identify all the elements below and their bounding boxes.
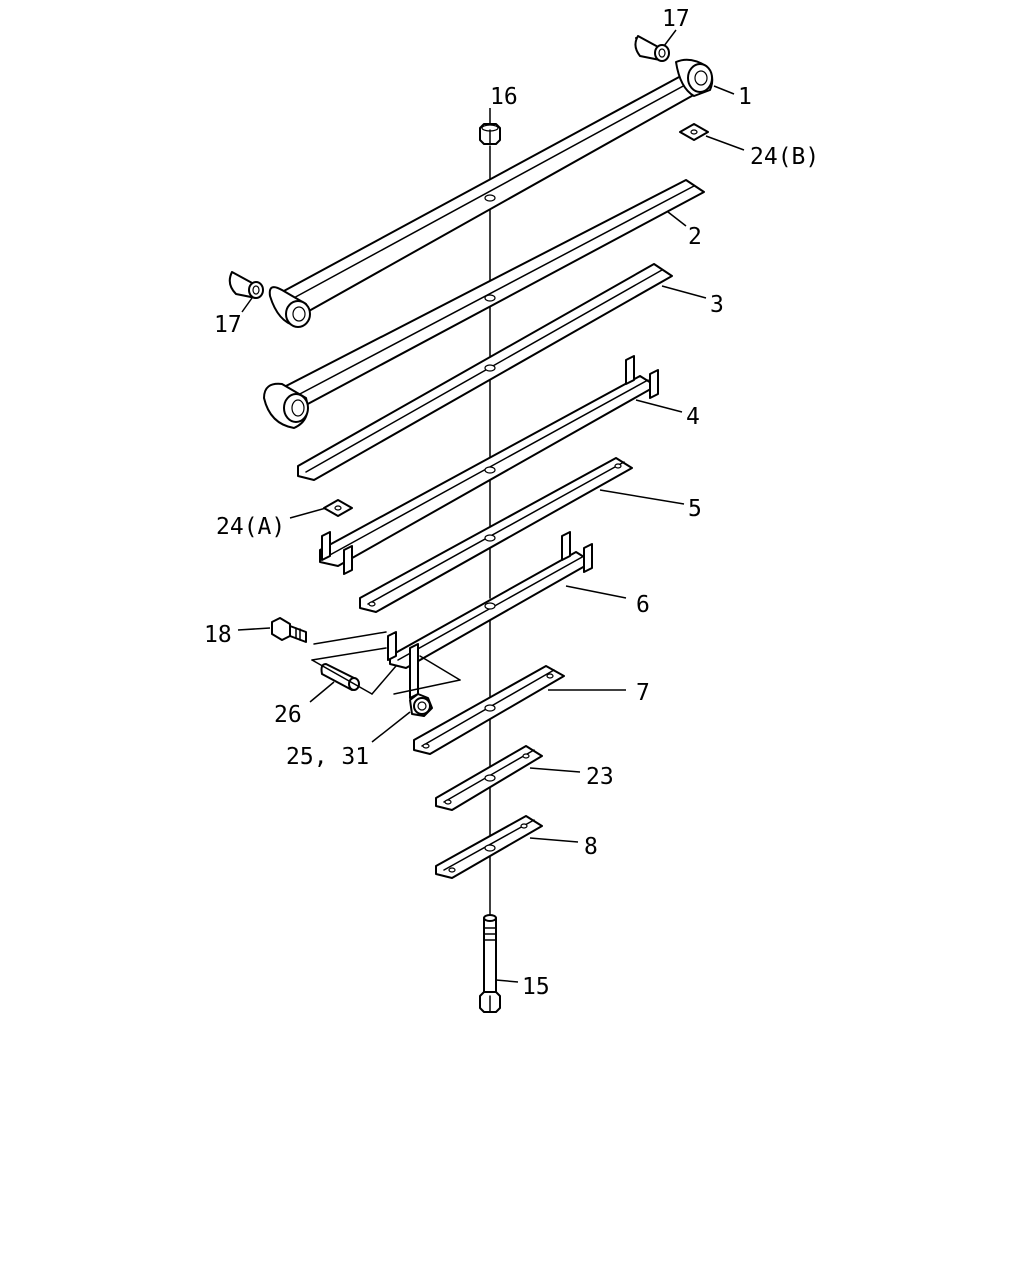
part-15-center-bolt — [479, 914, 501, 1013]
callout-5: 5 — [688, 496, 702, 522]
callout-17-top: 17 — [662, 6, 690, 32]
callout-4: 4 — [686, 404, 700, 430]
callout-24b: 24(B) — [750, 144, 819, 170]
callout-23: 23 — [586, 764, 614, 790]
part-18-bolt — [271, 617, 307, 643]
callout-1: 1 — [738, 84, 752, 110]
callout-15: 15 — [522, 974, 550, 1000]
part-16-nut — [479, 123, 501, 145]
callout-17-left: 17 — [214, 312, 242, 338]
part-5-leaf — [359, 457, 633, 613]
callout-labels: 17 1 16 24(B) 2 3 17 4 24(A) 5 6 18 26 7… — [204, 6, 819, 1000]
callout-2: 2 — [688, 224, 702, 250]
callout-16: 16 — [490, 84, 518, 110]
part-3-leaf — [297, 263, 673, 481]
part-24b-plate — [679, 123, 709, 141]
callout-18: 18 — [204, 622, 232, 648]
part-4-leaf-with-clips — [319, 355, 659, 575]
callout-6: 6 — [636, 592, 650, 618]
part-25-31-nut — [409, 693, 433, 717]
part-24a-plate — [323, 499, 353, 517]
leader-lines — [237, 29, 745, 983]
part-8-leaf — [435, 815, 543, 879]
part-17-bushing-left — [228, 271, 264, 299]
part-1-main-leaf — [268, 58, 714, 328]
callout-7: 7 — [636, 680, 650, 706]
callout-26: 26 — [274, 702, 302, 728]
part-2-second-leaf — [263, 179, 705, 429]
part-7-leaf — [413, 665, 565, 755]
callout-25-31: 25, 31 — [286, 744, 369, 770]
assembly-guide-lines — [311, 631, 461, 695]
callout-8: 8 — [584, 834, 598, 860]
callout-3: 3 — [710, 292, 724, 318]
part-17-bushing-top — [634, 35, 670, 62]
part-6-leaf-with-clips — [387, 531, 593, 699]
part-23-leaf — [435, 745, 543, 811]
callout-24a: 24(A) — [216, 514, 285, 540]
